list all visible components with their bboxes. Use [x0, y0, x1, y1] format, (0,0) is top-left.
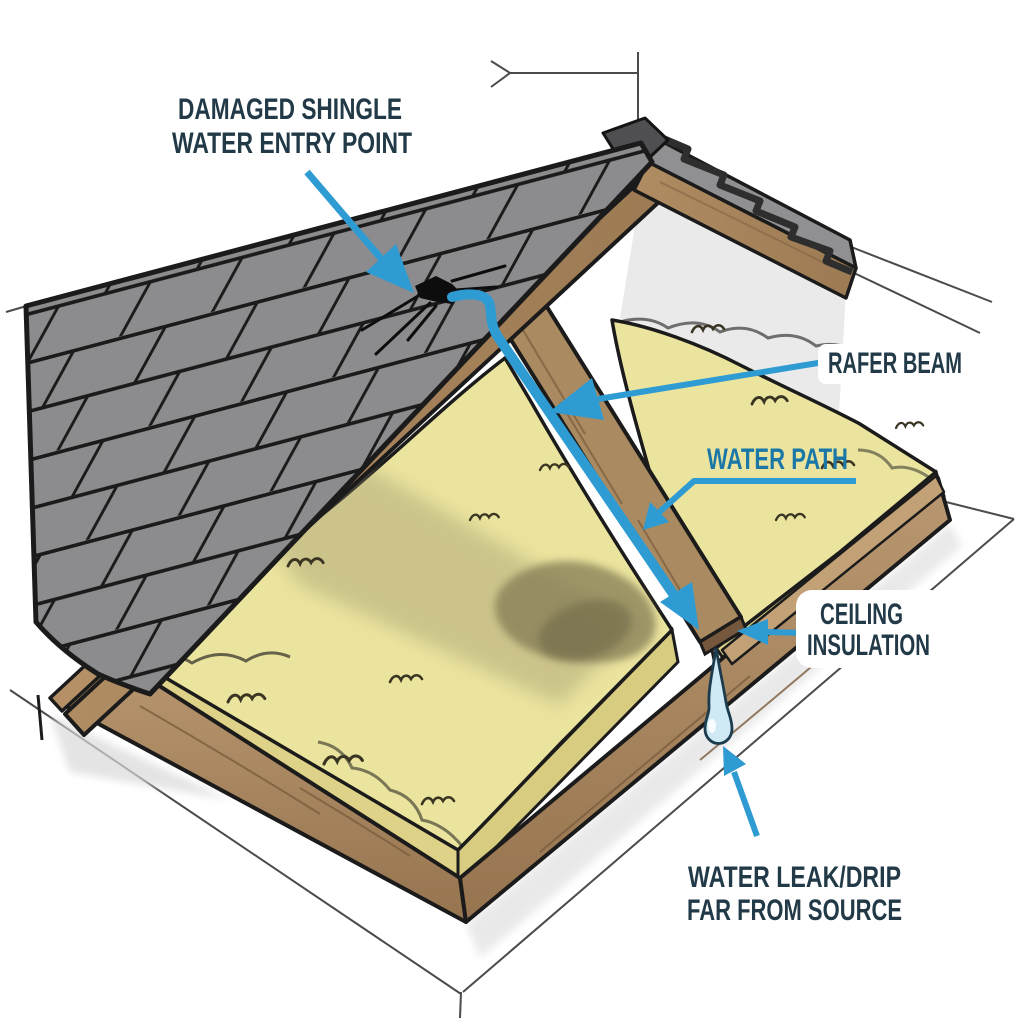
rafter-beam-label: RAFER BEAM [828, 347, 962, 380]
ceiling-right-line [941, 500, 1015, 520]
chevron-tick [490, 60, 512, 88]
callout-arrows [304, 169, 856, 838]
ceiling-insulation-label-line2: INSULATION [807, 629, 930, 662]
ceiling-insulation-arrowhead [737, 619, 768, 645]
water-path-arrowhead [660, 582, 699, 630]
water-leak-label-line1: WATER LEAK/DRIP [688, 861, 901, 894]
shingle-roof-plane [23, 140, 655, 697]
water-leak-label-line2: FAR FROM SOURCE [687, 894, 902, 927]
damaged-shingle-arrowhead [366, 244, 414, 293]
rafter-beam-leader [597, 359, 825, 402]
water-path-leader [652, 478, 856, 519]
labels: DAMAGED SHINGLE WATER ENTRY POINT RAFER … [172, 93, 962, 927]
rafter-beam-arrowhead [549, 378, 604, 420]
stepped-shingle-edge [646, 128, 854, 276]
label-halos [796, 344, 972, 668]
damaged-shingle-leader [304, 169, 387, 265]
water-drop-icon [703, 647, 734, 745]
damaged-shingle-label-line2: WATER ENTRY POINT [172, 127, 412, 160]
eave-wood-framing [36, 474, 952, 924]
water-path-label: WATER PATH [707, 443, 848, 476]
water-path-line [447, 289, 681, 603]
damaged-shingle-label-line1: DAMAGED SHINGLE [178, 93, 402, 126]
water-leak-leader [731, 770, 760, 838]
ceiling-insulation-label-line1: CEILING [820, 598, 903, 631]
roof-extension-line-2 [851, 271, 981, 334]
right-roof-edge [601, 116, 858, 300]
platform-top-sliver [720, 474, 946, 666]
water-path-label-arrowhead [643, 502, 669, 530]
wall-corner-vertical-line [459, 991, 462, 1019]
water-leak-arrowhead [723, 746, 746, 776]
ceiling-insulation-left-batt [130, 356, 680, 890]
roof-extension-line-1 [840, 242, 993, 303]
